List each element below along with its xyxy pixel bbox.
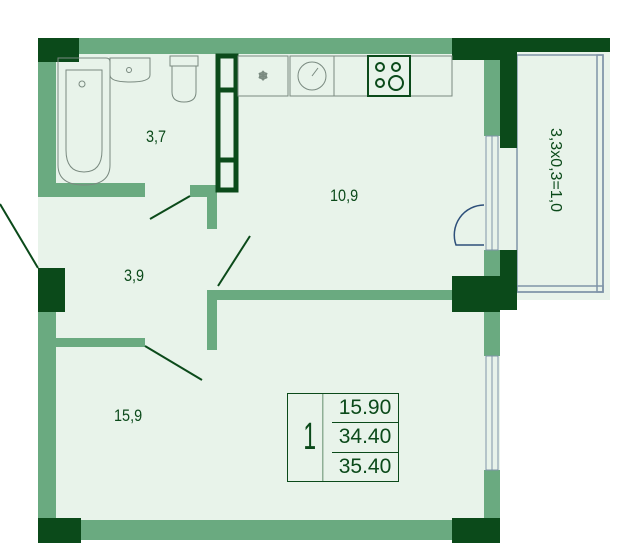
living-area-label: 15,9: [114, 406, 143, 425]
balcony-walls: [500, 38, 610, 310]
balcony-floor: [500, 38, 610, 300]
fridge: ❄: [237, 55, 289, 97]
area-summary-table: 1 15.90 34.40 35.40: [287, 393, 399, 482]
toilet: [169, 55, 199, 103]
room-count: 1: [297, 394, 324, 481]
walls: [38, 38, 500, 540]
total-area-with-balcony-value: 35.40: [338, 454, 392, 478]
living-area-value: 15.90: [332, 394, 398, 424]
balcony-area-label: 3,3x0,3=1,0: [547, 127, 564, 213]
bathtub: [57, 57, 111, 186]
bathroom-area-label: 3,7: [146, 127, 167, 146]
door-swings: [0, 195, 485, 381]
windows: [485, 135, 499, 471]
apartment-floor: [38, 38, 500, 538]
stove: [367, 55, 411, 97]
hallway-area-label: 3,9: [124, 266, 145, 285]
kitchen-area-label: 10,9: [330, 186, 359, 205]
svg-text:❄: ❄: [258, 69, 268, 83]
load-bearing-blocks: [38, 38, 500, 543]
sink: [109, 57, 151, 83]
total-area-value: 34.40: [332, 423, 398, 453]
kitchen-cabinet: [215, 53, 239, 193]
